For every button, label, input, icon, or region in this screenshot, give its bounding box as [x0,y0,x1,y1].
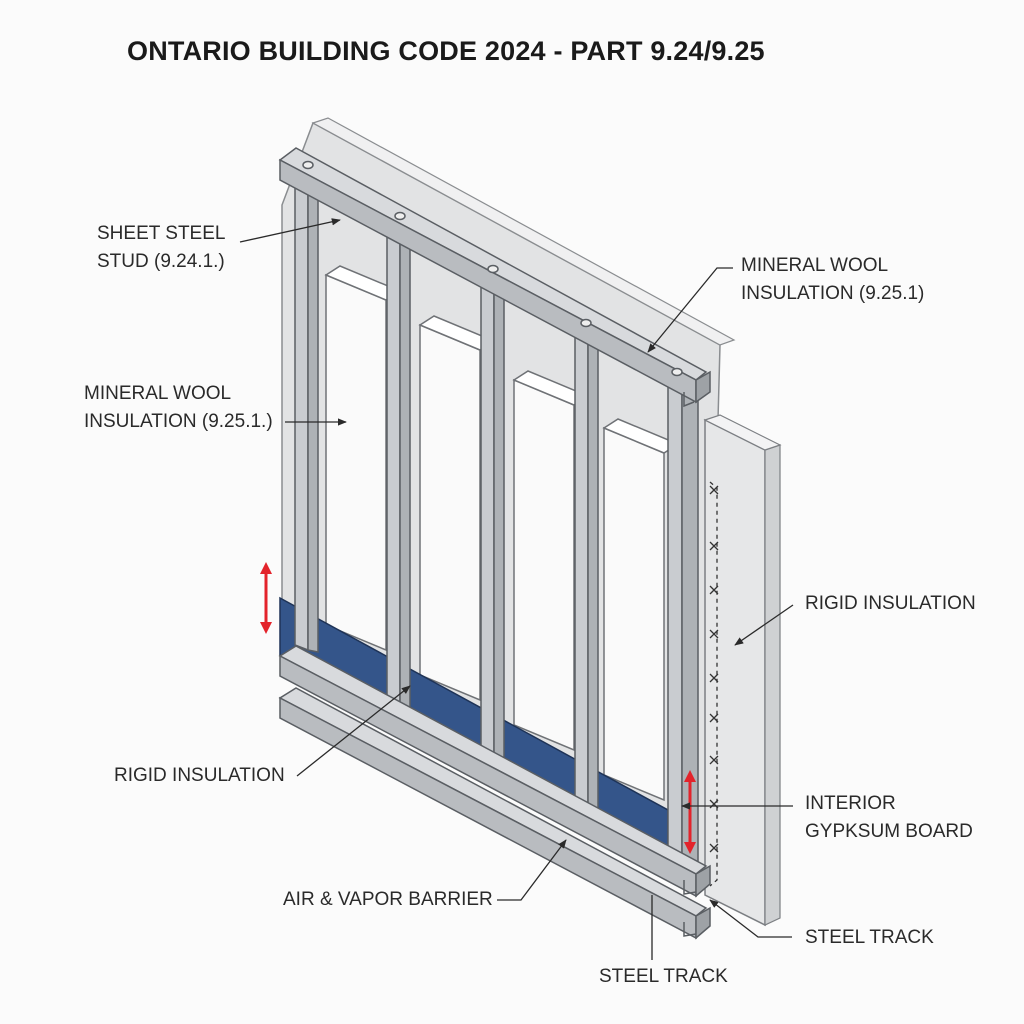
fastener-line [709,481,719,887]
label-rigid-insulation-left: RIGID INSULATION [114,765,285,786]
fastener-marks [709,485,719,853]
steel-studs [294,166,699,874]
label-steel-track-bottom: STEEL TRACK [599,966,728,987]
label-sheet-steel-stud: SHEET STEEL STUD (9.24.1.) [97,223,226,272]
leader-air-vapor-barrier [497,839,567,901]
label-mineral-wool-left: MINERAL WOOL INSULATION (9.25.1.) [84,383,273,432]
leader-rigid-insulation-left [296,685,411,777]
page-title: ONTARIO BUILDING CODE 2024 - PART 9.24/9… [127,36,765,66]
interior-gypsum-board [703,414,782,927]
leader-rigid-insulation-right [734,604,794,646]
label-air-vapor-barrier: AIR & VAPOR BARRIER [283,889,493,910]
leader-steel-track-right [709,899,792,938]
bottom-steel-track [278,645,711,940]
top-steel-track [278,147,711,408]
mineral-wool-batts [324,265,680,802]
label-interior-gypsum-board: INTERIOR GYPKSUM BOARD [805,793,973,842]
leader-lines [239,218,794,960]
label-mineral-wool-right: MINERAL WOOL INSULATION (9.25.1) [741,255,925,304]
label-rigid-insulation-right: RIGID INSULATION [805,593,976,614]
track-fasteners [302,160,683,377]
leader-sheet-steel-stud [239,218,341,243]
label-steel-track-right: STEEL TRACK [805,927,934,948]
leader-mineral-wool-right [647,267,733,353]
